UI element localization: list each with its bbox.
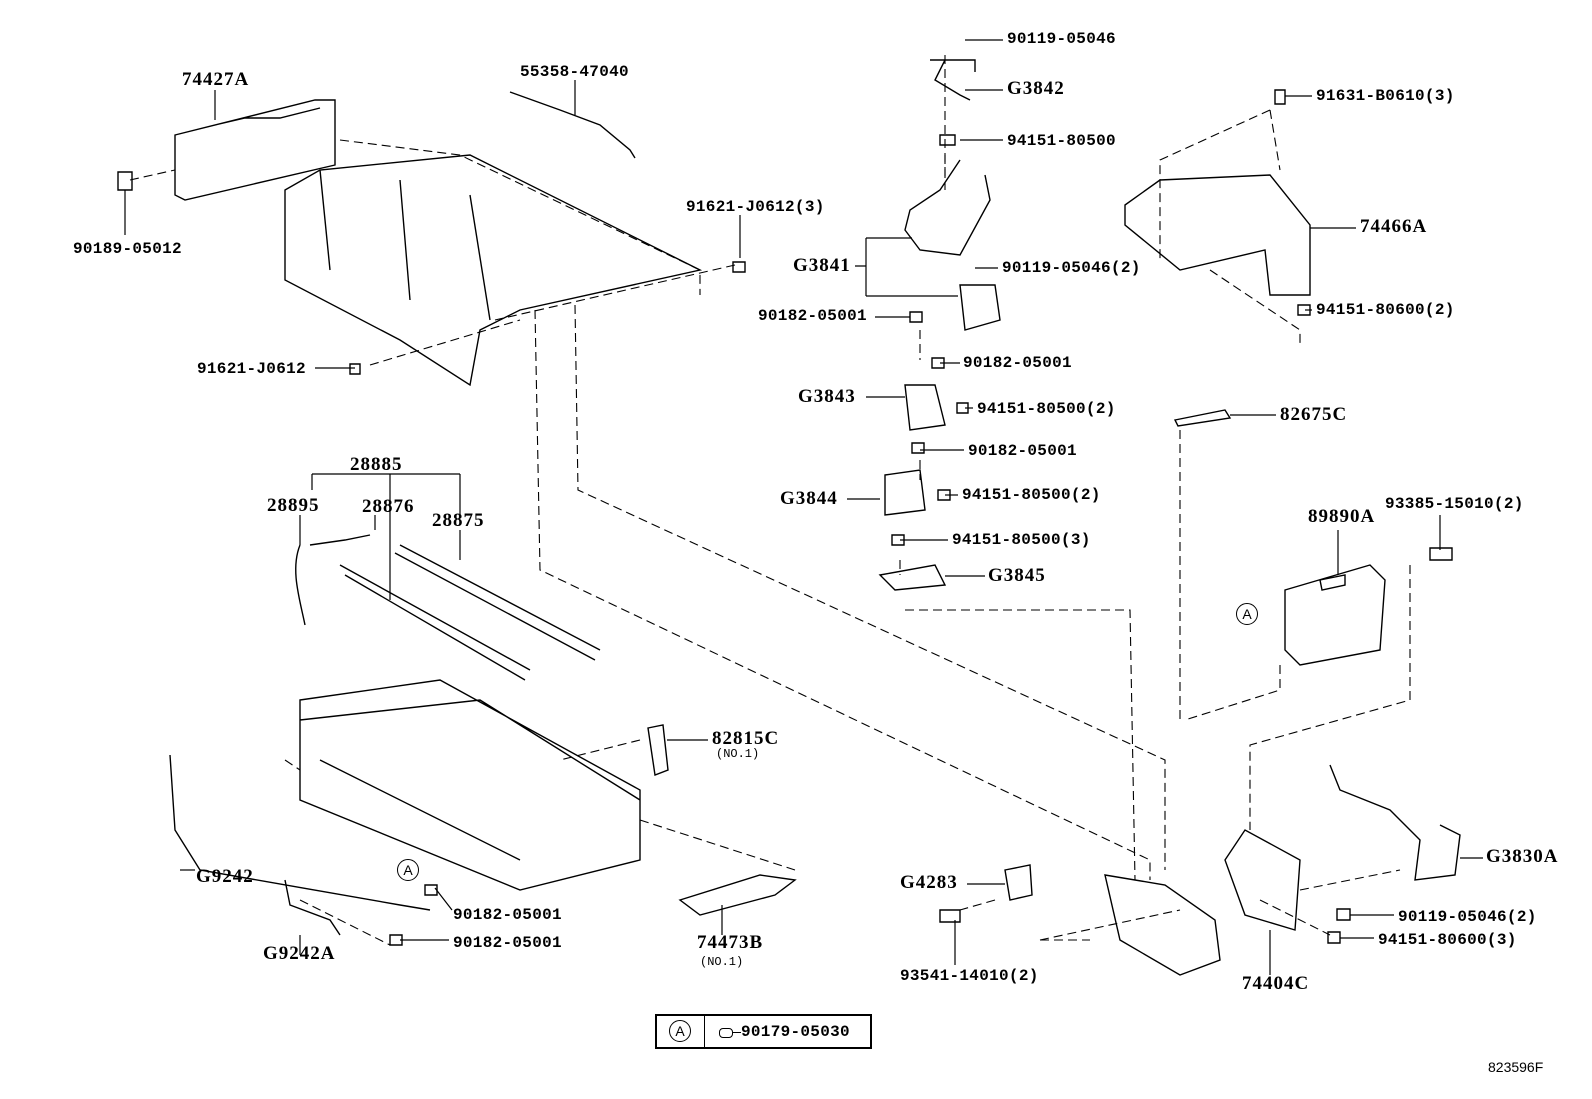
bracket-74404C	[1104, 829, 1301, 976]
part-label-G3841: G3841	[793, 255, 851, 276]
bracket-G3845	[878, 564, 947, 591]
part-label-89890A: 89890A	[1308, 506, 1376, 527]
legend-marker: A	[669, 1020, 691, 1042]
part-label-90119-05046-2: 90119-05046(2)	[1398, 908, 1537, 926]
callout-marker-a: A	[1236, 603, 1258, 625]
part-label-82815C: 82815C	[712, 728, 780, 749]
nut	[389, 884, 438, 946]
part-label-93385-15010-2: 93385-15010(2)	[1385, 495, 1524, 513]
cover-74466A	[1124, 174, 1311, 296]
busbar-28875	[394, 544, 601, 661]
part-label-94151-80500-3: 94151-80500(3)	[952, 531, 1091, 549]
leader-line	[732, 1032, 741, 1033]
sensor-G3842	[930, 59, 976, 101]
part-label-G3843: G3843	[798, 386, 856, 407]
part-label-94151-80500-2: 94151-80500(2)	[977, 400, 1116, 418]
part-label-55358-47040: 55358-47040	[520, 63, 629, 81]
part-label-G3844: G3844	[780, 488, 838, 509]
figure-id: 823596F	[1488, 1059, 1544, 1075]
part-label-74466A: 74466A	[1360, 216, 1428, 237]
legend-part-number: 90179-05030	[741, 1023, 850, 1041]
part-label-G9242: G9242	[196, 866, 254, 887]
clip-G4283	[1004, 864, 1033, 901]
part-label-91631-B0610-3: 91631-B0610(3)	[1316, 87, 1455, 105]
part-label-74473B-note: (NO.1)	[700, 955, 744, 969]
part-label-94151-80600-3: 94151-80600(3)	[1378, 931, 1517, 949]
bracket-82815C	[647, 724, 669, 776]
part-shapes	[117, 59, 1461, 976]
part-label-28876: 28876	[362, 496, 415, 517]
assembly-lines	[129, 55, 1411, 946]
part-label-90119-05046-2: 90119-05046(2)	[1002, 259, 1141, 277]
cable-G9242A	[284, 879, 341, 936]
part-label-28895: 28895	[267, 495, 320, 516]
relay-G3841	[959, 284, 1001, 331]
part-label-90182-05001: 90182-05001	[758, 307, 867, 325]
bolt	[1429, 547, 1453, 561]
part-label-90189-05012: 90189-05012	[73, 240, 182, 258]
part-label-91621-J0612: 91621-J0612	[197, 360, 306, 378]
harness-G3841	[904, 159, 991, 256]
part-label-28885: 28885	[350, 454, 403, 475]
callout-marker-a: A	[397, 859, 419, 881]
legend-marker-cell: A	[657, 1016, 705, 1047]
part-label-74404C: 74404C	[1242, 973, 1310, 994]
clip-90189	[117, 171, 133, 191]
busbar-28876	[339, 564, 531, 681]
part-label-94151-80500-2: 94151-80500(2)	[962, 486, 1101, 504]
legend-box: A 90179-05030	[655, 1014, 872, 1049]
bolt	[1274, 89, 1286, 105]
nut	[1327, 908, 1351, 944]
leader-lines	[124, 39, 1483, 975]
harness-55358	[509, 91, 636, 159]
bolt	[939, 909, 961, 923]
battery-cover	[284, 154, 703, 387]
part-label-G3845: G3845	[988, 565, 1046, 586]
bracket-74427A	[174, 99, 336, 201]
part-label-G9242A: G9242A	[263, 943, 336, 964]
part-label-91621-J0612-3: 91621-J0612(3)	[686, 198, 825, 216]
battery-module	[299, 679, 641, 891]
part-label-G3842: G3842	[1007, 78, 1065, 99]
part-label-G3830A: G3830A	[1486, 846, 1559, 867]
relay-G3843	[904, 384, 946, 431]
part-label-82815C-note: (NO.1)	[716, 747, 760, 761]
nut-icon	[719, 1028, 733, 1038]
part-label-74473B: 74473B	[697, 932, 764, 953]
bolt	[732, 261, 746, 273]
cable-G3830A	[1329, 764, 1461, 881]
part-label-90182-05001: 90182-05001	[963, 354, 1072, 372]
relay-G3844	[884, 469, 926, 516]
part-label-82675C: 82675C	[1280, 404, 1348, 425]
part-label-28875: 28875	[432, 510, 485, 531]
nut	[891, 134, 1311, 546]
bolt	[349, 363, 361, 375]
bracket-74473B	[678, 874, 797, 916]
part-label-90182-05001: 90182-05001	[453, 906, 562, 924]
part-label-90119-05046: 90119-05046	[1007, 30, 1116, 48]
part-label-94151-80500: 94151-80500	[1007, 132, 1116, 150]
ecu-89890A	[1284, 564, 1386, 666]
part-label-74427A: 74427A	[182, 69, 250, 90]
part-label-G4283: G4283	[900, 872, 958, 893]
gasket-82675C	[1173, 409, 1232, 427]
part-label-94151-80600-2: 94151-80600(2)	[1316, 301, 1455, 319]
part-label-90182-05001: 90182-05001	[453, 934, 562, 952]
wire-28895	[295, 534, 371, 626]
part-label-93541-14010-2: 93541-14010(2)	[900, 967, 1039, 985]
cable-G9242	[169, 754, 431, 911]
part-label-90182-05001: 90182-05001	[968, 442, 1077, 460]
